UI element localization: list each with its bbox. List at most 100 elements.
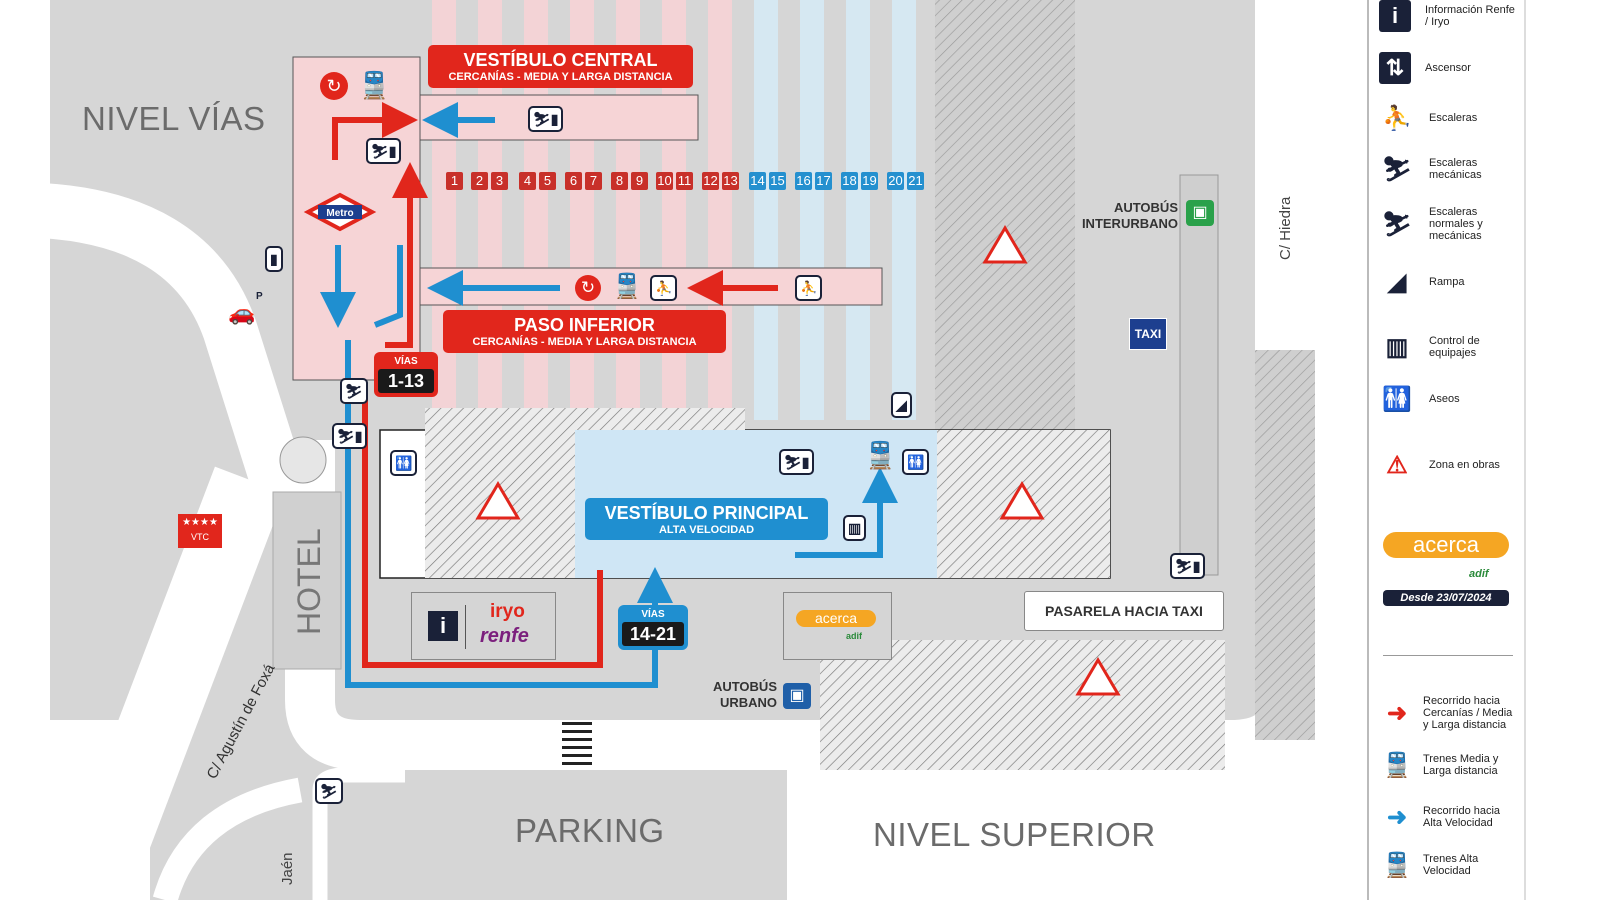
track-stripe	[754, 0, 778, 420]
legend-item: ◢Rampa	[1379, 265, 1519, 299]
legend-label: Escaleras normales y mecánicas	[1429, 206, 1483, 242]
escalator-icon: ⛷	[1381, 155, 1413, 183]
banner-title: VESTÍBULO CENTRAL	[463, 50, 658, 70]
ramp-icon: ◢	[1387, 268, 1407, 296]
track-number: 7	[585, 172, 602, 190]
legend-label: Recorrido hacia Alta Velocidad	[1423, 805, 1501, 829]
vtc-sign: ★★★★VTC	[178, 514, 222, 548]
parking-sign: P	[256, 291, 263, 302]
banner-title: PASO INFERIOR	[514, 315, 655, 335]
train-av-icon: 🚆	[864, 440, 897, 470]
vestibulo-principal-banner: VESTÍBULO PRINCIPAL ALTA VELOCIDAD	[585, 498, 828, 540]
elevator-icon: ⇅	[1379, 52, 1411, 84]
taxi-sign: TAXI	[1129, 318, 1167, 350]
acerca-date-badge: Desde 23/07/2024	[1383, 590, 1509, 606]
vias-1-13-sign: VÍAS 1-13	[374, 352, 438, 397]
banner-subtitle: CERCANÍAS - MEDIA Y LARGA DISTANCIA	[448, 71, 673, 83]
legend-label: Control de equipajes	[1429, 335, 1480, 359]
track-number: 9	[631, 172, 648, 190]
vtc-label: VTC	[191, 532, 209, 542]
stairs-elevator-icon: ⛷▮	[366, 138, 402, 164]
acerca-point[interactable]: acerca adif	[783, 592, 892, 660]
construction-icon	[475, 225, 1121, 696]
vestibulo-central-banner: VESTÍBULO CENTRAL CERCANÍAS - MEDIA Y LA…	[428, 45, 693, 88]
track-number: 6	[565, 172, 582, 190]
legend-item: ⚠ Zona en obras	[1379, 448, 1519, 482]
cercanias-icon: ↻	[575, 275, 601, 301]
track-stripe	[708, 0, 732, 420]
track-number: 21	[907, 172, 924, 190]
toilets-icon: 🚻	[390, 450, 418, 476]
track-number: 10	[656, 172, 673, 190]
hotel-label: HOTEL	[291, 528, 327, 635]
paso-inferior-banner: PASO INFERIOR CERCANÍAS - MEDIA Y LARGA …	[443, 310, 726, 353]
legend-label: Escaleras	[1429, 112, 1478, 124]
track-number: 2	[471, 172, 488, 190]
legend-label: Recorrido hacia Cercanías / Media y Larg…	[1423, 695, 1513, 731]
track-number: 1	[446, 172, 463, 190]
info-icon: i	[1379, 0, 1411, 32]
stairs-icon: ⛹	[1382, 104, 1412, 132]
track-number: 14	[749, 172, 766, 190]
legend-item: 🚆 Trenes Media y Larga distancia	[1379, 748, 1519, 782]
bus-label-line: AUTOBÚS	[1113, 200, 1178, 215]
legend-label: Ascensor	[1425, 62, 1471, 74]
track-number: 4	[519, 172, 536, 190]
track-number: 16	[795, 172, 812, 190]
track-number: 18	[841, 172, 858, 190]
legend-item: 🚻Aseos	[1379, 382, 1519, 416]
cercanias-icon: ↻	[320, 72, 348, 100]
street-jaen-label: Jaén	[279, 852, 296, 885]
adif-logo: adif	[1469, 568, 1489, 580]
info-point[interactable]: i iryo renfe	[411, 592, 556, 660]
level-upper-label: NIVEL SUPERIOR	[873, 816, 1156, 853]
track-number: 12	[702, 172, 719, 190]
red-arrow-icon: ➜	[1386, 699, 1408, 727]
renfe-logo: renfe	[480, 625, 529, 647]
track-stripe	[892, 0, 916, 420]
construction-icon: ⚠	[1386, 451, 1408, 479]
vias-range: 14-21	[622, 622, 684, 646]
level-tracks-label: NIVEL VÍAS	[82, 100, 266, 137]
parking-label: PARKING	[515, 812, 665, 849]
track-number: 19	[861, 172, 878, 190]
blue-arrow-icon: ➜	[1386, 803, 1408, 831]
track-number: 3	[491, 172, 508, 190]
legend-label: Zona en obras	[1429, 459, 1500, 471]
track-stripe	[800, 0, 824, 420]
toilets-icon: 🚻	[1382, 385, 1412, 413]
train-icon: 🚆	[1382, 751, 1412, 779]
bus-label-line: URBANO	[719, 695, 777, 710]
legend-item: ⛷ Escaleras normales y mecánicas	[1379, 206, 1519, 242]
track-number: 13	[722, 172, 739, 190]
banner-subtitle: CERCANÍAS - MEDIA Y LARGA DISTANCIA	[472, 336, 697, 348]
legend-label: Trenes Alta Velocidad	[1423, 853, 1479, 877]
legend-label: Trenes Media y Larga distancia	[1423, 753, 1499, 777]
legend-item: ⛹ Escaleras	[1379, 101, 1519, 135]
stairs-icon: ⛹	[795, 275, 823, 301]
stairs-icon: ⛹	[650, 275, 678, 301]
bus-label-line: AUTOBÚS	[712, 679, 777, 694]
bus-label-line: INTERURBANO	[1081, 216, 1178, 231]
stairs-elevator-icon: ⛷▮	[779, 449, 815, 475]
escalator-icon: ⛷	[315, 778, 343, 804]
ramp-icon: ◢	[891, 392, 912, 418]
legend-item: ⛷Escaleras mecánicas	[1379, 152, 1519, 186]
legend-item: ➜ Recorrido hacia Alta Velocidad	[1379, 800, 1519, 834]
legend-item: ➜ Recorrido hacia Cercanías / Media y Lar…	[1379, 695, 1519, 731]
legend-item: ⇅ Ascensor	[1379, 52, 1519, 84]
bus-icon: ▣	[783, 683, 811, 709]
acerca-logo: acerca	[1383, 532, 1509, 558]
stairs-escalator-icon: ⛷	[1381, 210, 1413, 238]
toilets-icon: 🚻	[902, 449, 930, 475]
bus-icon: ▣	[1186, 200, 1214, 226]
adif-logo: adif	[846, 631, 863, 641]
vias-range: 1-13	[378, 369, 434, 393]
luggage-control-icon: ▥	[843, 515, 867, 541]
vias-14-21-sign: VÍAS 14-21	[618, 605, 688, 650]
metro-logo: Metro	[303, 192, 377, 232]
